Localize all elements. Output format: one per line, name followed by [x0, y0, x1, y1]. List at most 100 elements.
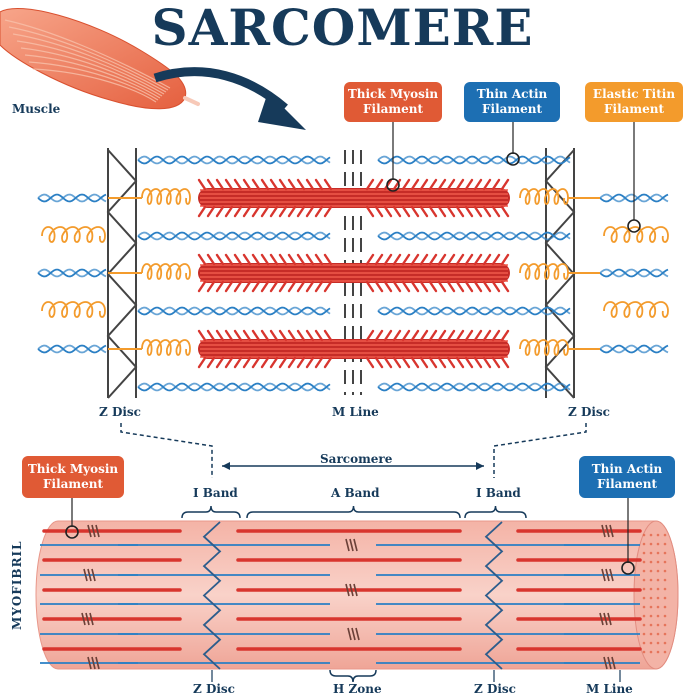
myofibril-end-dot — [649, 533, 653, 537]
myosin-head — [401, 205, 411, 218]
myosin-head — [314, 205, 324, 218]
myofibril-end-dot — [649, 542, 653, 546]
myosin-head — [392, 178, 402, 191]
myofibril-end-dot — [649, 569, 653, 573]
myosin-head — [500, 356, 510, 369]
myosin-head — [215, 280, 225, 293]
myosin-head — [206, 205, 216, 218]
myofibril-end-dot — [656, 641, 660, 645]
myosin-head — [197, 329, 207, 342]
myosin-head — [383, 178, 393, 191]
myosin-head — [323, 253, 333, 266]
actin-helix — [377, 155, 571, 165]
myosin-head — [482, 329, 492, 342]
myosin-head — [314, 178, 324, 191]
myosin-head — [260, 205, 270, 218]
myosin-head — [392, 356, 402, 369]
myosin-head — [269, 253, 279, 266]
myofibril-end-dot — [656, 533, 660, 537]
myofibril-end-dot — [642, 569, 646, 573]
myosin-head — [233, 205, 243, 218]
actin-helix — [37, 344, 107, 354]
myosin-head — [278, 205, 288, 218]
i-band-label-right: I Band — [476, 486, 521, 500]
myosin-head — [206, 280, 216, 293]
myosin-head — [500, 253, 510, 266]
myosin-head — [383, 253, 393, 266]
titin-coil — [519, 188, 569, 205]
myosin-head — [455, 329, 465, 342]
myosin-head — [437, 253, 447, 266]
thin-actin-callout-top: Thin Actin Filament — [464, 82, 560, 122]
myosin-head — [473, 205, 483, 218]
fiber-m-line-hatch — [95, 524, 100, 538]
actin-helix — [137, 155, 331, 165]
myosin-head — [269, 329, 279, 342]
myosin-head — [269, 205, 279, 218]
myosin-head — [296, 253, 306, 266]
myosin-head — [374, 356, 384, 369]
myosin-head — [428, 178, 438, 191]
fiber-m-line-hatch — [87, 656, 92, 670]
myosin-head — [251, 356, 261, 369]
myosin-head — [242, 280, 252, 293]
band-brackets — [181, 505, 527, 683]
titin-coil — [141, 339, 191, 356]
myosin-head — [323, 356, 333, 369]
thick-myosin-filaments — [197, 178, 510, 369]
myosin-head — [410, 205, 420, 218]
thin-actin-filaments — [37, 155, 669, 392]
myosin-head — [305, 178, 315, 191]
myosin-head — [428, 329, 438, 342]
myosin-head — [482, 253, 492, 266]
zoom-arrow — [153, 67, 306, 130]
myosin-head — [251, 329, 261, 342]
myosin-head — [206, 253, 216, 266]
myosin-head — [305, 356, 315, 369]
myosin-head — [464, 205, 474, 218]
myosin-head — [401, 178, 411, 191]
myosin-head — [215, 253, 225, 266]
thick-myosin-callout-bottom: Thick Myosin Filament — [22, 456, 124, 498]
myofibril-end-dot — [656, 587, 660, 591]
myosin-head — [197, 253, 207, 266]
myosin-head — [323, 205, 333, 218]
myosin-head — [374, 205, 384, 218]
myosin-head — [383, 329, 393, 342]
actin-helix — [137, 231, 331, 241]
myosin-head — [224, 253, 234, 266]
myosin-head — [314, 356, 324, 369]
myofibril-cylinder — [35, 498, 679, 682]
myosin-head — [242, 253, 252, 266]
titin-coil — [603, 301, 669, 318]
myosin-head — [215, 205, 225, 218]
actin-helix — [377, 231, 571, 241]
titin-coil — [41, 226, 106, 243]
myosin-head — [464, 356, 474, 369]
actin-helix — [377, 155, 571, 165]
myosin-head — [365, 178, 375, 191]
myosin-head — [446, 280, 456, 293]
actin-helix — [37, 344, 107, 354]
myosin-head — [446, 253, 456, 266]
myosin-head — [260, 329, 270, 342]
myosin-head — [224, 356, 234, 369]
myofibril-end-dot — [663, 569, 667, 573]
i-band-label-left: I Band — [193, 486, 238, 500]
myosin-head — [287, 329, 297, 342]
i-band-bracket — [181, 505, 241, 519]
myosin-head — [383, 205, 393, 218]
callout-pointer-dot — [506, 152, 520, 166]
myofibril-end-dot — [642, 650, 646, 654]
myosin-head — [428, 253, 438, 266]
myosin-head — [482, 356, 492, 369]
myosin-head — [419, 280, 429, 293]
muscle-fiber-line — [28, 61, 159, 101]
myosin-head — [242, 178, 252, 191]
myosin-head — [278, 253, 288, 266]
myosin-head — [410, 178, 420, 191]
myofibril-end-dot — [663, 632, 667, 636]
fiber-m-line-hatch — [91, 568, 96, 582]
myosin-head — [314, 253, 324, 266]
myofibril-end-dot — [642, 641, 646, 645]
